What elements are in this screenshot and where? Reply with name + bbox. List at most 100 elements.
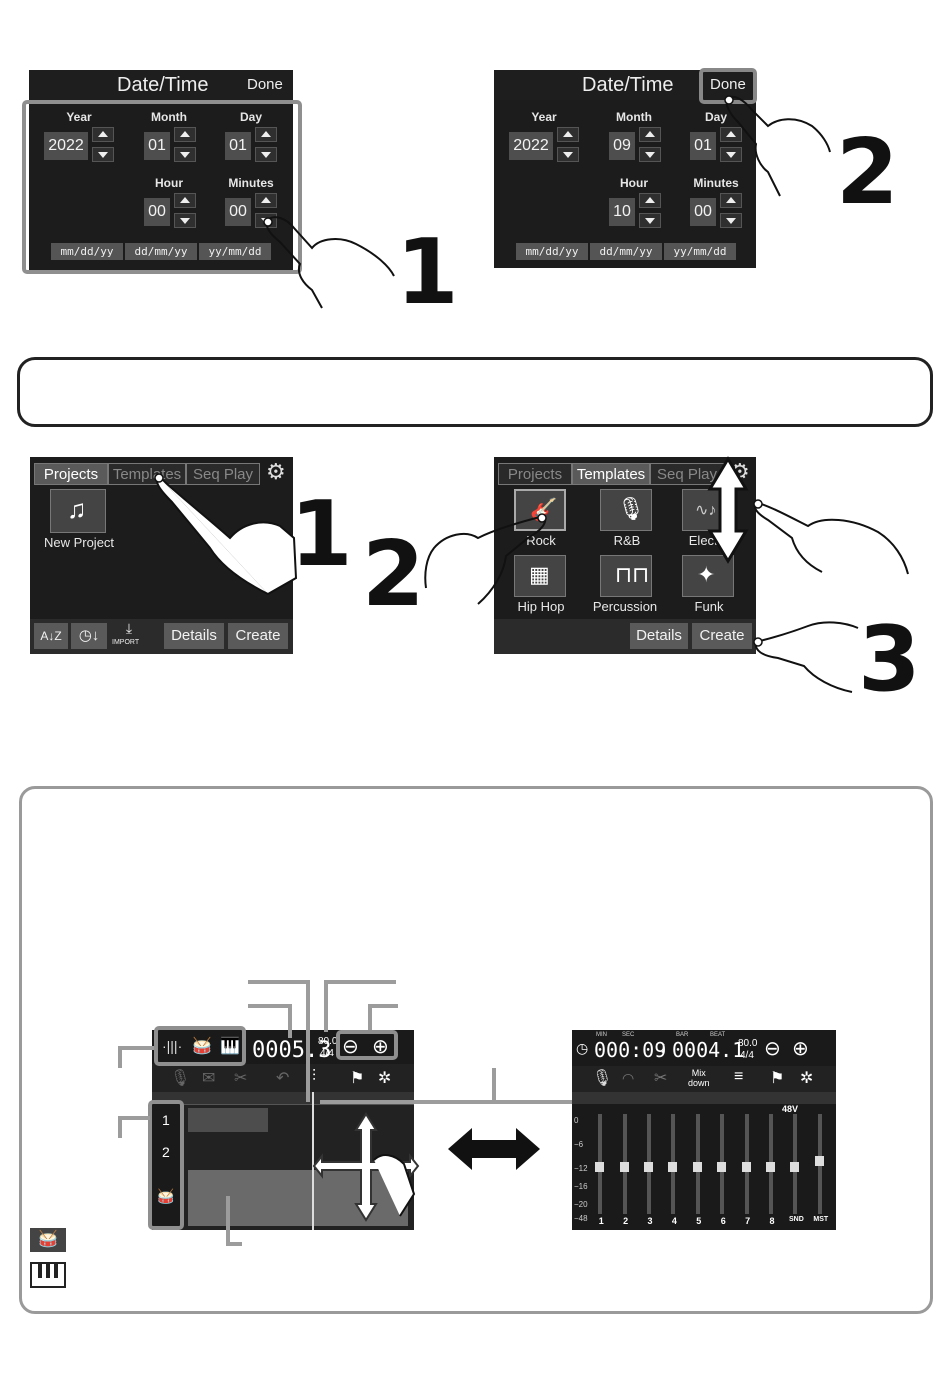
tab-seq-play[interactable]: Seq Play <box>186 463 260 485</box>
zoom-in-icon[interactable]: ⊕ <box>792 1038 809 1060</box>
minutes-up-button[interactable] <box>720 193 742 208</box>
channel-strip-3[interactable]: 3 <box>639 1110 660 1228</box>
db-scale: 0 −6 −12 −16 −20 −48 <box>574 1116 588 1226</box>
fader-knob[interactable] <box>814 1156 824 1166</box>
template-rnb-tile[interactable]: 🎙 <box>600 489 652 531</box>
fader-knob[interactable] <box>668 1162 678 1172</box>
settings-icon[interactable]: ✲ <box>800 1070 814 1087</box>
marker-icon[interactable]: ⚑ <box>770 1070 785 1087</box>
channel-strip-mst[interactable]: MST <box>810 1110 831 1228</box>
hour-down-button[interactable] <box>174 213 196 228</box>
tempo-value: 80.0 <box>738 1038 758 1049</box>
sort-az-button[interactable]: A↓Z <box>34 623 68 649</box>
day-down-button[interactable] <box>255 147 277 162</box>
edit-icon[interactable]: ✂ <box>234 1070 248 1087</box>
mixer-link-line <box>320 1100 740 1104</box>
mixdown-button[interactable]: Mix down <box>688 1068 710 1088</box>
day-up-button[interactable] <box>255 127 277 142</box>
drum-track-icon[interactable]: 🥁 <box>157 1188 175 1204</box>
tab-projects[interactable]: Projects <box>34 463 108 485</box>
zoom-in-icon[interactable]: ⊕ <box>372 1036 389 1058</box>
new-project-tile[interactable]: ♫ <box>50 489 106 533</box>
tab-projects[interactable]: Projects <box>498 463 572 485</box>
keyboard-icon[interactable]: 🎹 <box>220 1038 240 1055</box>
template-percussion-tile[interactable]: ⊓⊓ <box>600 555 652 597</box>
mixer-icon[interactable]: ⫶ <box>312 1068 317 1085</box>
db-mark: 0 <box>574 1116 579 1125</box>
hour-up-button[interactable] <box>174 193 196 208</box>
track-number-2[interactable]: 2 <box>162 1144 170 1160</box>
hour-up-button[interactable] <box>639 193 661 208</box>
undo-icon[interactable]: ↶ <box>276 1070 290 1087</box>
minutes-label: Minutes <box>228 176 274 190</box>
meter-icon[interactable]: ◠ <box>622 1070 635 1086</box>
format-yymmdd-button[interactable]: yy/mm/dd <box>199 243 271 260</box>
format-yymmdd-button[interactable]: yy/mm/dd <box>664 243 736 260</box>
sort-time-button[interactable]: ◷↓ <box>71 623 107 649</box>
fader-knob[interactable] <box>790 1162 800 1172</box>
time-unit-sec: SEC <box>622 1032 635 1038</box>
create-button[interactable]: Create <box>692 623 752 649</box>
tab-templates[interactable]: Templates <box>108 463 186 485</box>
fader-knob[interactable] <box>741 1162 751 1172</box>
channel-strip-6[interactable]: 6 <box>712 1110 733 1228</box>
track-number-1[interactable]: 1 <box>162 1112 170 1128</box>
template-funk-tile[interactable]: ✦ <box>682 555 734 597</box>
template-hiphop-tile[interactable]: ▦ <box>514 555 566 597</box>
fader-knob[interactable] <box>765 1162 775 1172</box>
details-button[interactable]: Details <box>630 623 688 649</box>
done-button[interactable]: Done <box>247 76 283 93</box>
minutes-up-button[interactable] <box>255 193 277 208</box>
month-down-button[interactable] <box>639 147 661 162</box>
channel-strip-8[interactable]: 8 <box>761 1110 782 1228</box>
fader-knob[interactable] <box>595 1162 605 1172</box>
datetime-screen-step2: Date/Time Done Year Month Day 2022 09 01… <box>494 70 756 268</box>
fader-knob[interactable] <box>643 1162 653 1172</box>
day-down-button[interactable] <box>720 147 742 162</box>
format-ddmmyy-button[interactable]: dd/mm/yy <box>125 243 197 260</box>
channel-strip-snd[interactable]: SND <box>785 1110 806 1228</box>
format-mmddyy-button[interactable]: mm/dd/yy <box>516 243 588 260</box>
year-up-button[interactable] <box>92 127 114 142</box>
format-ddmmyy-button[interactable]: dd/mm/yy <box>590 243 662 260</box>
template-rock-tile[interactable]: 🎸 <box>514 489 566 531</box>
channel-strip-2[interactable]: 2 <box>614 1110 635 1228</box>
channel-strip-1[interactable]: 1 <box>590 1110 611 1228</box>
track-view-icon[interactable]: ≡ <box>734 1068 744 1085</box>
legend-keyboard-icon <box>30 1262 66 1288</box>
month-down-button[interactable] <box>174 147 196 162</box>
channel-strip-5[interactable]: 5 <box>688 1110 709 1228</box>
create-button[interactable]: Create <box>228 623 288 649</box>
tab-seq-play[interactable]: Seq Play <box>650 463 724 485</box>
year-down-button[interactable] <box>92 147 114 162</box>
channel-strip-7[interactable]: 7 <box>736 1110 757 1228</box>
settings-icon[interactable]: ✲ <box>378 1070 392 1087</box>
minutes-down-button[interactable] <box>720 213 742 228</box>
gear-icon[interactable]: ⚙ <box>266 459 286 484</box>
fader-knob[interactable] <box>692 1162 702 1172</box>
fader-knob[interactable] <box>717 1162 727 1172</box>
waveform-view-icon[interactable]: ·|||· <box>162 1038 183 1054</box>
month-up-button[interactable] <box>639 127 661 142</box>
tab-templates[interactable]: Templates <box>572 463 650 485</box>
day-up-button[interactable] <box>720 127 742 142</box>
details-button[interactable]: Details <box>164 623 224 649</box>
edit-icon[interactable]: ✂ <box>654 1070 668 1087</box>
envelope-icon[interactable]: ✉ <box>202 1070 216 1087</box>
year-down-button[interactable] <box>557 147 579 162</box>
zoom-out-icon[interactable]: ⊖ <box>342 1036 359 1058</box>
year-up-button[interactable] <box>557 127 579 142</box>
format-mmddyy-button[interactable]: mm/dd/yy <box>51 243 123 260</box>
done-button[interactable]: Done <box>710 76 746 93</box>
hour-down-button[interactable] <box>639 213 661 228</box>
import-icon[interactable]: ⤓ <box>125 620 133 636</box>
channel-strip-4[interactable]: 4 <box>663 1110 684 1228</box>
fader-knob[interactable] <box>619 1162 629 1172</box>
mic-icon[interactable]: 🎙 <box>592 1070 613 1087</box>
drum-icon[interactable]: 🥁 <box>192 1038 212 1055</box>
zoom-out-icon[interactable]: ⊖ <box>764 1038 781 1060</box>
mic-icon[interactable]: 🎙 <box>170 1070 191 1087</box>
marker-icon[interactable]: ⚑ <box>350 1070 365 1087</box>
month-up-button[interactable] <box>174 127 196 142</box>
track-1-region[interactable] <box>188 1108 268 1132</box>
